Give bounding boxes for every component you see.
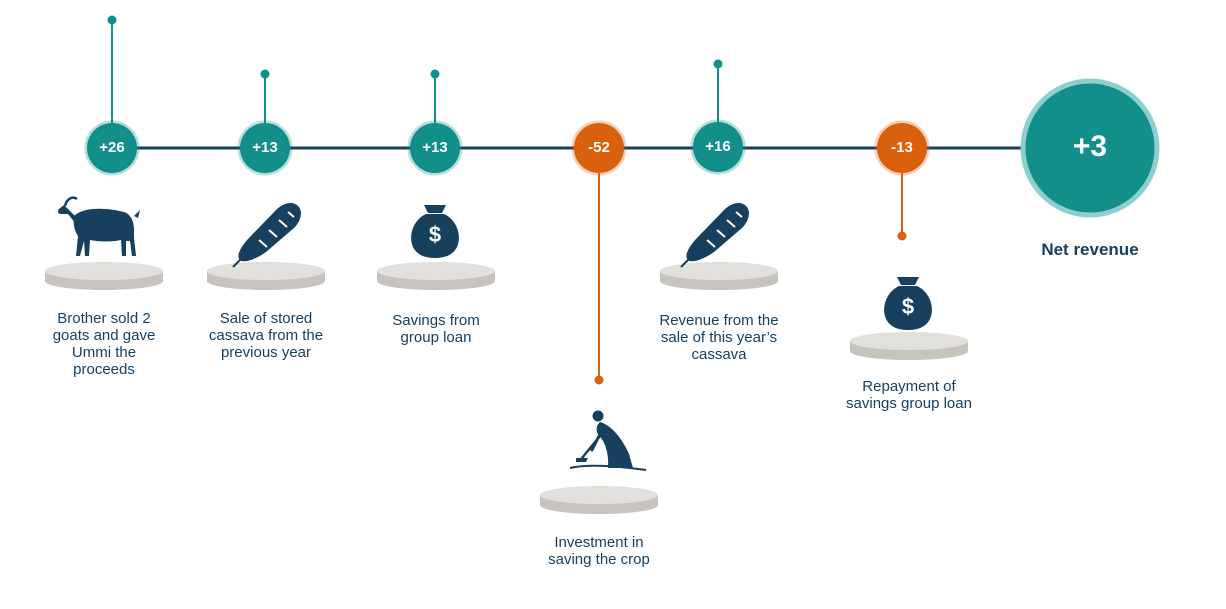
event-label-line: Brother sold 2 — [57, 310, 151, 327]
event-value: -52 — [588, 139, 610, 156]
pedestal — [45, 262, 163, 290]
stem-end-dot — [430, 69, 440, 79]
event-label-line: Savings from — [392, 312, 480, 329]
event-3 — [377, 69, 495, 290]
value-circle — [571, 120, 627, 176]
money-bag-icon — [884, 277, 932, 330]
net-revenue-circle — [1020, 78, 1160, 218]
value-circle — [84, 120, 140, 176]
event-2 — [207, 69, 325, 290]
stem-end-dot — [107, 15, 117, 25]
pedestal — [207, 262, 325, 290]
stem-end-dot — [713, 59, 723, 69]
pedestal — [850, 332, 968, 360]
event-label-line: Revenue from the — [659, 312, 779, 329]
event-1 — [45, 15, 163, 290]
stem-end-dot — [594, 375, 604, 385]
cassava-icon — [232, 202, 302, 268]
farmer-hoeing-icon — [568, 409, 648, 472]
event-label-line: Ummi the — [71, 344, 137, 361]
pedestal — [540, 486, 658, 514]
event-value: +13 — [252, 139, 278, 156]
event-value: +16 — [705, 138, 731, 155]
event-6 — [850, 120, 968, 360]
event-label-line: cassava from the — [208, 327, 324, 344]
pedestal — [660, 262, 778, 290]
event-label-line: proceeds — [73, 361, 135, 378]
event-value: -13 — [891, 139, 913, 156]
value-circle — [407, 120, 463, 176]
event-label-line: sale of this year’s — [660, 329, 778, 346]
event-5 — [660, 59, 778, 290]
event-label-line: group loan — [400, 329, 472, 346]
event-4 — [540, 120, 658, 514]
event-label-line: Investment in — [554, 534, 644, 551]
event-label-line: saving the crop — [548, 551, 650, 568]
net-revenue-label: Net revenue — [1041, 240, 1139, 259]
stem-end-dot — [897, 231, 907, 241]
event-value: +13 — [422, 139, 448, 156]
event-label-line: goats and gave — [52, 327, 156, 344]
net-revenue-value: +3 — [1072, 130, 1108, 163]
pedestal — [377, 262, 495, 290]
value-circle — [690, 119, 746, 175]
event-label-line: cassava — [691, 346, 747, 363]
cassava-icon — [680, 202, 750, 268]
event-label-line: Repayment of — [862, 378, 956, 395]
event-label-line: savings group loan — [846, 395, 972, 412]
stem-end-dot — [260, 69, 270, 79]
event-value: +26 — [99, 139, 125, 156]
goat-icon — [56, 196, 142, 258]
value-circle — [237, 120, 293, 176]
money-bag-icon — [411, 205, 459, 258]
event-label-line: Sale of stored — [219, 310, 313, 327]
value-circle — [874, 120, 930, 176]
event-label-line: previous year — [220, 344, 312, 361]
